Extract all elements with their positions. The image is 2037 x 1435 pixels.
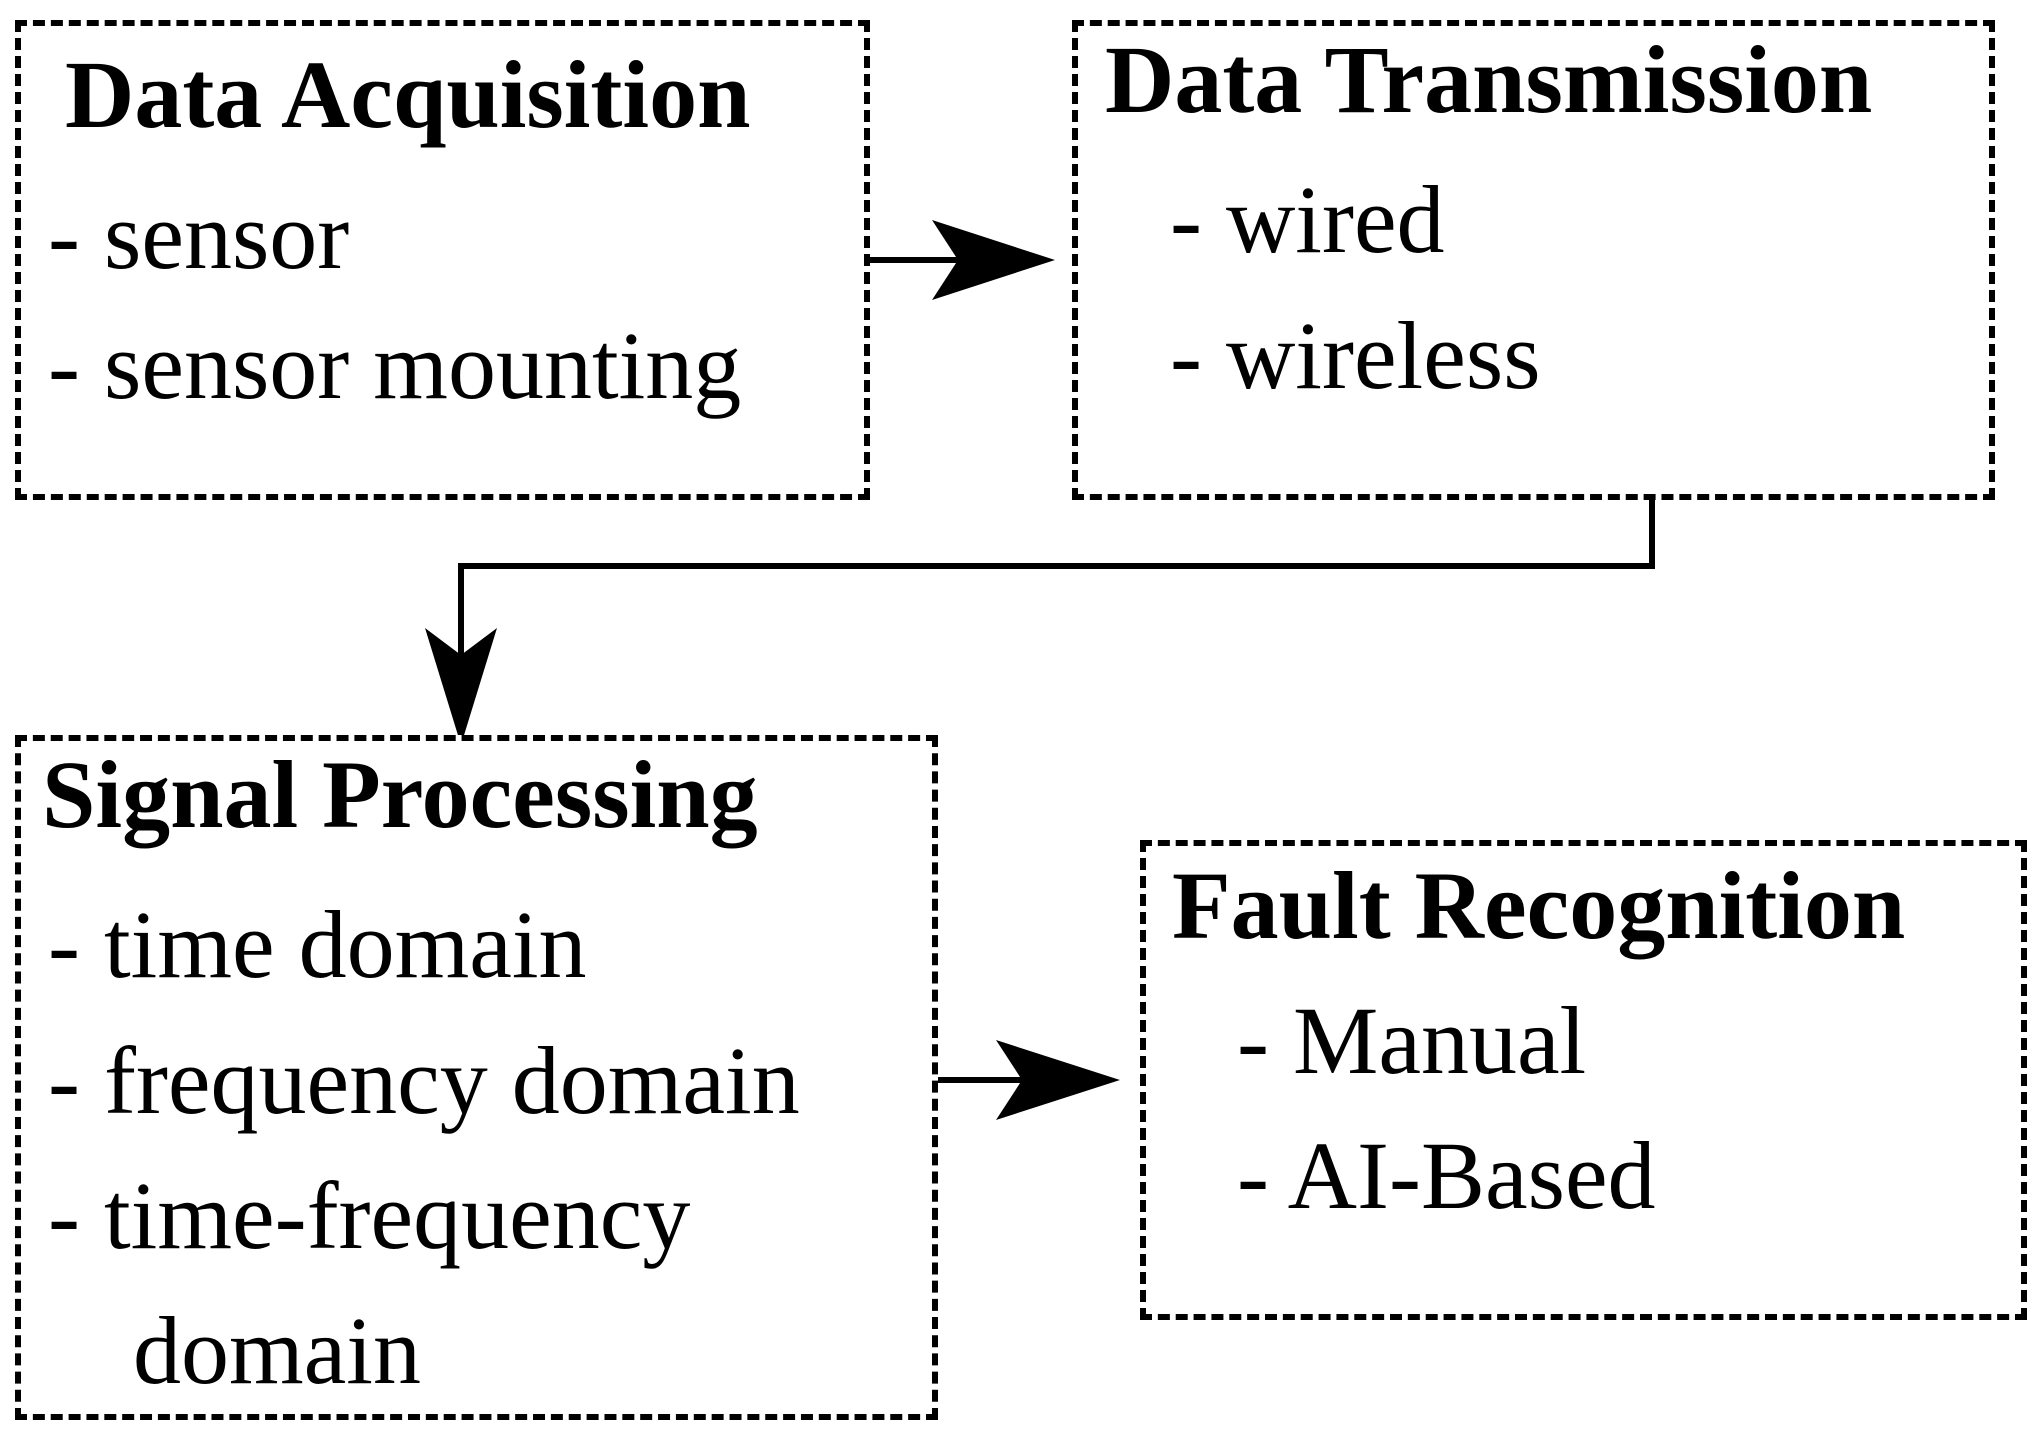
signal-processing-item-domain-cont: domain: [133, 1297, 421, 1404]
data-acquisition-block: [15, 20, 870, 500]
signal-processing-item-time-domain: - time domain: [48, 891, 587, 998]
signal-processing-item-frequency-domain: - frequency domain: [48, 1027, 800, 1134]
data-transmission-item-wireless: - wireless: [1170, 302, 1541, 409]
data-acquisition-item-sensor: - sensor: [48, 182, 350, 289]
signal-processing-title: Signal Processing: [42, 741, 758, 848]
arrow-transmission-to-processing: [425, 500, 1655, 745]
data-transmission-item-wired: - wired: [1170, 166, 1445, 273]
fault-recognition-item-manual: - Manual: [1237, 987, 1587, 1094]
data-transmission-block: [1072, 20, 1995, 500]
data-acquisition-item-sensor-mounting: - sensor mounting: [48, 312, 742, 419]
fault-recognition-title: Fault Recognition: [1172, 852, 1906, 959]
data-acquisition-title: Data Acquisition: [65, 41, 751, 148]
signal-processing-item-time-frequency: - time-frequency: [48, 1162, 691, 1269]
fault-recognition-block: [1140, 840, 2027, 1320]
arrow-processing-to-recognition: [938, 1040, 1120, 1120]
fault-recognition-item-ai-based: - AI-Based: [1237, 1122, 1656, 1229]
signal-processing-block: [15, 735, 938, 1420]
arrow-acquisition-to-transmission: [868, 220, 1055, 300]
data-transmission-title: Data Transmission: [1105, 26, 1873, 133]
